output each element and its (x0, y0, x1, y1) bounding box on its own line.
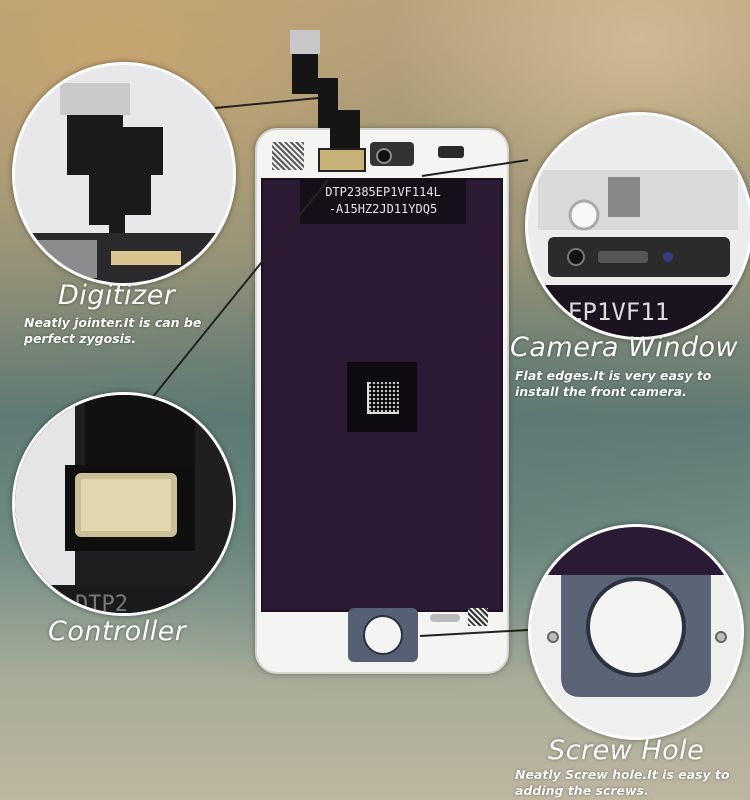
screw-desc-line1: Neatly Screw hole.It is easy to (515, 767, 730, 782)
digitizer-title: Digitizer (58, 280, 176, 311)
digitizer-desc-line1: Neatly jointer.It is can be (24, 315, 202, 330)
camera-zoom-circle: EP1VF11 (525, 112, 750, 340)
digitizer-desc-line2: perfect zygosis. (24, 331, 137, 346)
flex-cable-tip (290, 30, 320, 54)
barcode-sticker (272, 142, 304, 170)
camera-desc-line2: install the front camera. (515, 384, 687, 399)
controller-zoom-circle: DTP2 (12, 392, 236, 616)
camera-zoom-code: EP1VF11 (568, 298, 669, 326)
lcd-serial-label: DTP2385EP1VF114L -A15HZ2JD11YDQ5 (300, 178, 466, 224)
controller-zoom-image: DTP2 (15, 395, 233, 613)
camera-window-title: Camera Window (510, 332, 739, 363)
screw-hole (363, 615, 403, 655)
datamatrix-icon (367, 382, 399, 414)
bottom-slot (430, 614, 460, 622)
flex-connector (318, 148, 366, 172)
front-camera-window (370, 142, 414, 166)
digitizer-zoom-image (15, 65, 233, 283)
screw-desc-line2: adding the screws. (515, 783, 649, 798)
flex-cable-lower (330, 110, 360, 154)
camera-window-description: Flat edges.It is very easy to install th… (515, 368, 711, 400)
screw-hole-description: Neatly Screw hole.It is easy to adding t… (515, 767, 730, 799)
digitizer-zoom-circle (12, 62, 236, 286)
datamatrix-sticker (347, 362, 417, 432)
controller-title: Controller (48, 616, 187, 647)
home-button-bracket (348, 608, 418, 662)
serial-line-2: -A15HZ2JD11YDQ5 (328, 202, 438, 216)
digitizer-description: Neatly jointer.It is can be perfect zygo… (24, 315, 201, 347)
screw-hole-zoom-image (531, 527, 741, 737)
screw-hole-zoom-circle (528, 524, 744, 740)
earpiece-slot (438, 146, 464, 158)
screw-hole-title: Screw Hole (548, 735, 705, 766)
camera-zoom-image: EP1VF11 (528, 115, 750, 337)
serial-line-1: DTP2385EP1VF114L (325, 185, 441, 199)
camera-desc-line1: Flat edges.It is very easy to (515, 368, 712, 383)
flex-cable-top (292, 54, 318, 94)
camera-lens-icon (376, 148, 392, 164)
small-barcode-sticker (468, 608, 488, 626)
